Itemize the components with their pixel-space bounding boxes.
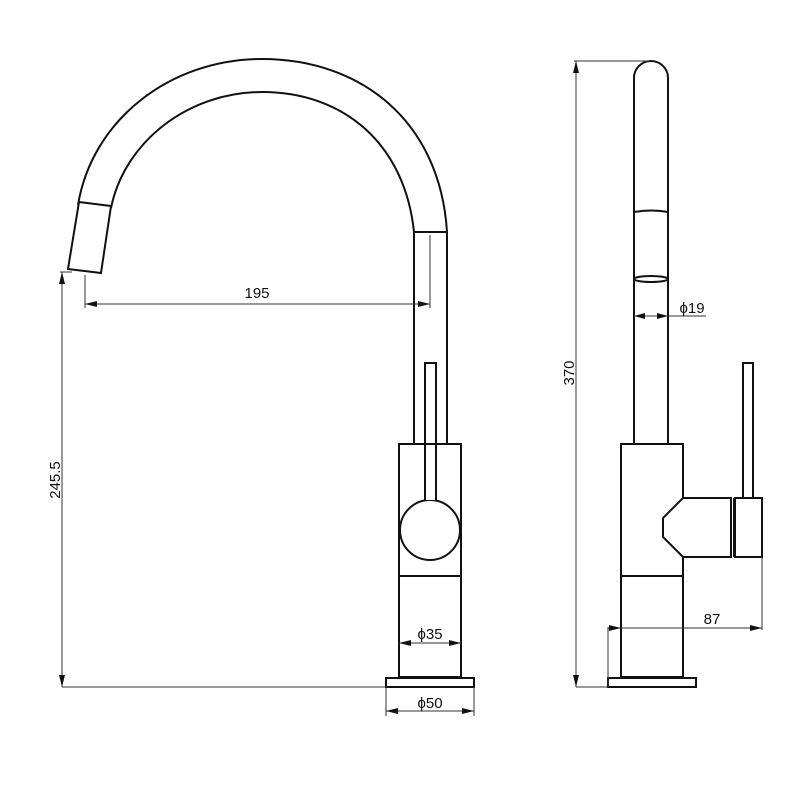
side-dimensions: 370 ϕ19 87 (561, 60, 763, 688)
dim-base-diameter: ϕ50 (417, 695, 442, 712)
dim-spout-reach: 195 (244, 285, 269, 302)
side-body (620, 443, 684, 678)
spray-joint-upper (633, 209, 669, 213)
handle-cap (734, 497, 763, 558)
base-plate (385, 677, 475, 688)
dim-spout-height: 245.5 (47, 461, 64, 499)
spout-inner-arc (110, 90, 415, 233)
dim-body-diameter: ϕ35 (417, 626, 442, 643)
dim-spout-diameter: ϕ19 (679, 300, 704, 317)
front-view (66, 57, 475, 688)
handle-knob (399, 499, 461, 561)
spray-head (66, 200, 113, 275)
spout-outer-arc (77, 57, 448, 233)
cartridge-housing (662, 497, 732, 558)
dim-handle-depth: 87 (704, 611, 721, 628)
side-base-plate (607, 677, 697, 688)
spout-tube (633, 60, 669, 444)
side-view (607, 60, 763, 688)
side-handle-lever (742, 362, 754, 499)
dim-overall-height: 370 (561, 360, 578, 385)
spray-joint-lower (633, 275, 669, 283)
front-dimensions: 195 245.5 ϕ35 ϕ50 (47, 235, 475, 716)
